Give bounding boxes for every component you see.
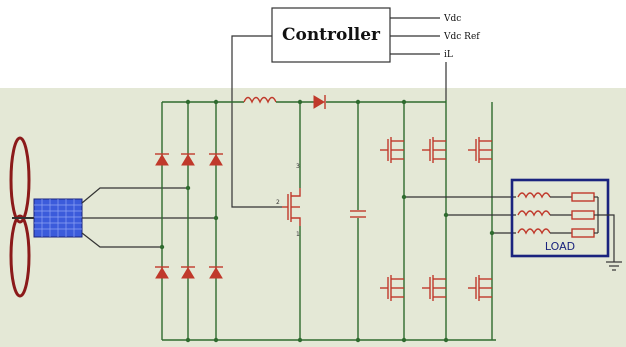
diode-triangle <box>155 267 169 279</box>
junction-dot <box>489 230 495 236</box>
load-inductor <box>517 228 551 235</box>
rectifier-diode-2-upper <box>181 153 195 166</box>
boost-diode <box>313 95 326 109</box>
diode-triangle <box>155 154 169 166</box>
wind-turbine <box>9 136 216 298</box>
inverter-switch-1-lower <box>380 275 404 301</box>
rectifier-diode-2-lower <box>181 266 195 279</box>
phase-a-wire <box>81 187 188 204</box>
junction-dot <box>443 212 449 218</box>
signal-label-vdc: Vdc <box>443 14 461 24</box>
load-inductor <box>517 192 551 199</box>
junction-dot <box>355 99 361 105</box>
rectifier-diode-1-lower <box>155 266 169 279</box>
boost-pin-gate: 2 <box>276 199 280 206</box>
inverter-switch-1-upper <box>380 137 404 163</box>
boost-pin-source: 1 <box>296 231 300 238</box>
diode-triangle <box>181 154 195 166</box>
controller-label: Controller <box>282 25 381 45</box>
junction-dot <box>401 99 407 105</box>
load-phase-1 <box>517 192 598 202</box>
diode-triangle <box>209 267 223 279</box>
ground-line <box>598 214 615 262</box>
inverter-switch-3-upper <box>468 137 492 163</box>
inductor-coil <box>243 96 277 104</box>
junction-dot <box>213 215 219 221</box>
diode-triangle <box>209 154 223 166</box>
inverter-switch-3-lower <box>468 275 492 301</box>
generator-winding <box>34 199 82 237</box>
signal-label-vdc-ref: Vdc Ref <box>443 32 480 42</box>
junction-dot <box>185 99 191 105</box>
junction-dot <box>213 99 219 105</box>
rectifier-diode-3-lower <box>209 266 223 279</box>
junction-dot <box>401 337 407 343</box>
signal-label-il: iL <box>444 50 453 60</box>
turbine-blade-top <box>9 136 31 224</box>
diode-triangle <box>181 267 195 279</box>
three-phase-inverter <box>380 102 493 340</box>
diode-rectifier <box>155 102 223 340</box>
junction-dot <box>297 337 303 343</box>
rectifier-diode-3-upper <box>209 153 223 166</box>
junction-dot <box>443 337 449 343</box>
boost-inductor <box>243 96 277 104</box>
load-inductor <box>517 210 551 217</box>
load-block: LOAD <box>510 178 622 271</box>
boost-pin-drain: 3 <box>296 163 300 170</box>
gate-drive-line <box>231 35 282 208</box>
load-label: LOAD <box>545 240 575 253</box>
junction-dot <box>185 185 191 191</box>
junction-dot <box>401 194 407 200</box>
inverter-switch-2-lower <box>422 275 446 301</box>
controller-block: Controller Vdc Vdc Ref iL <box>231 7 480 208</box>
phase-c-wire <box>81 232 162 248</box>
controller-box <box>271 7 391 63</box>
boost-diode-body <box>313 95 325 109</box>
dc-link-capacitor <box>350 102 366 340</box>
load-box <box>510 178 610 258</box>
junction-dot <box>355 337 361 343</box>
junction-dot <box>297 99 303 105</box>
turbine-blade-bottom <box>9 214 31 298</box>
junction-dot <box>185 337 191 343</box>
inverter-switch-2-upper <box>422 137 446 163</box>
junction-dot <box>159 244 165 250</box>
junction-dot <box>213 337 219 343</box>
boost-switch: 3 2 1 <box>276 102 301 340</box>
rectifier-diode-1-upper <box>155 153 169 166</box>
load-phase-2 <box>517 210 598 220</box>
load-phase-3 <box>517 228 598 238</box>
